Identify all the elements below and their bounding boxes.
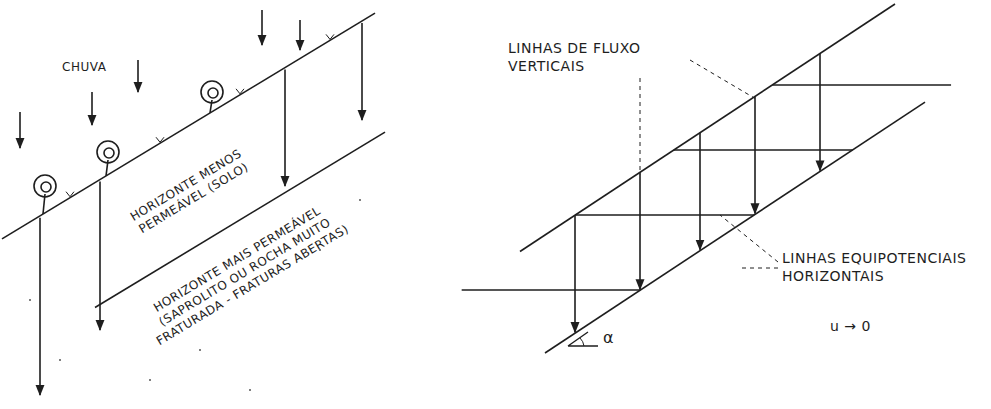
tree-crown-detail bbox=[41, 182, 51, 192]
texture-dot bbox=[249, 389, 251, 391]
equipotential-line bbox=[674, 149, 853, 151]
texture-dot bbox=[149, 379, 151, 381]
flow-lines-label: LINHAS DE FLUXO VERTICAIS bbox=[508, 40, 698, 75]
tree-crown bbox=[34, 175, 56, 197]
lower-boundary bbox=[545, 102, 925, 353]
rain-arrow bbox=[137, 60, 139, 92]
texture-dot bbox=[199, 349, 201, 351]
grass-mark bbox=[66, 192, 74, 197]
leader-line bbox=[720, 215, 778, 262]
flow-line bbox=[819, 54, 821, 171]
texture-dot bbox=[59, 359, 61, 361]
grass-mark bbox=[156, 137, 164, 142]
tree-crown bbox=[201, 81, 223, 103]
angle-label: α bbox=[603, 328, 614, 348]
rain-arrow bbox=[261, 10, 263, 45]
equipotential-line bbox=[462, 289, 641, 291]
infiltration-arrow bbox=[284, 70, 286, 186]
infiltration-arrow bbox=[361, 23, 363, 120]
tree-crown-detail bbox=[208, 88, 218, 98]
flow-line bbox=[639, 172, 641, 289]
texture-dot bbox=[359, 199, 361, 201]
equipotential-line bbox=[772, 84, 951, 86]
equipotential-label: LINHAS EQUIPOTENCIAIS HORIZONTAIS bbox=[782, 250, 987, 285]
rain-label: CHUVA bbox=[62, 60, 106, 75]
flow-line bbox=[574, 215, 576, 332]
angle-arc bbox=[580, 338, 584, 346]
grass-mark bbox=[236, 89, 244, 94]
pore-pressure-label: u → 0 bbox=[830, 318, 871, 336]
infiltration-arrow bbox=[99, 182, 101, 330]
equipotential-line bbox=[575, 214, 754, 216]
leader-line bbox=[690, 60, 755, 98]
rain-arrow bbox=[19, 112, 21, 148]
angle-symbol bbox=[568, 332, 598, 346]
tree-crown-detail bbox=[104, 148, 114, 158]
infiltration-arrow bbox=[39, 218, 41, 395]
flow-line bbox=[754, 96, 756, 213]
tree-crown bbox=[97, 141, 119, 163]
texture-dot bbox=[29, 299, 31, 301]
tree-trunk bbox=[210, 100, 212, 113]
leader-line bbox=[640, 78, 641, 174]
rain-arrow bbox=[91, 92, 93, 125]
rain-arrow bbox=[299, 20, 301, 50]
grass-mark bbox=[326, 34, 334, 39]
leader-line bbox=[738, 268, 778, 269]
